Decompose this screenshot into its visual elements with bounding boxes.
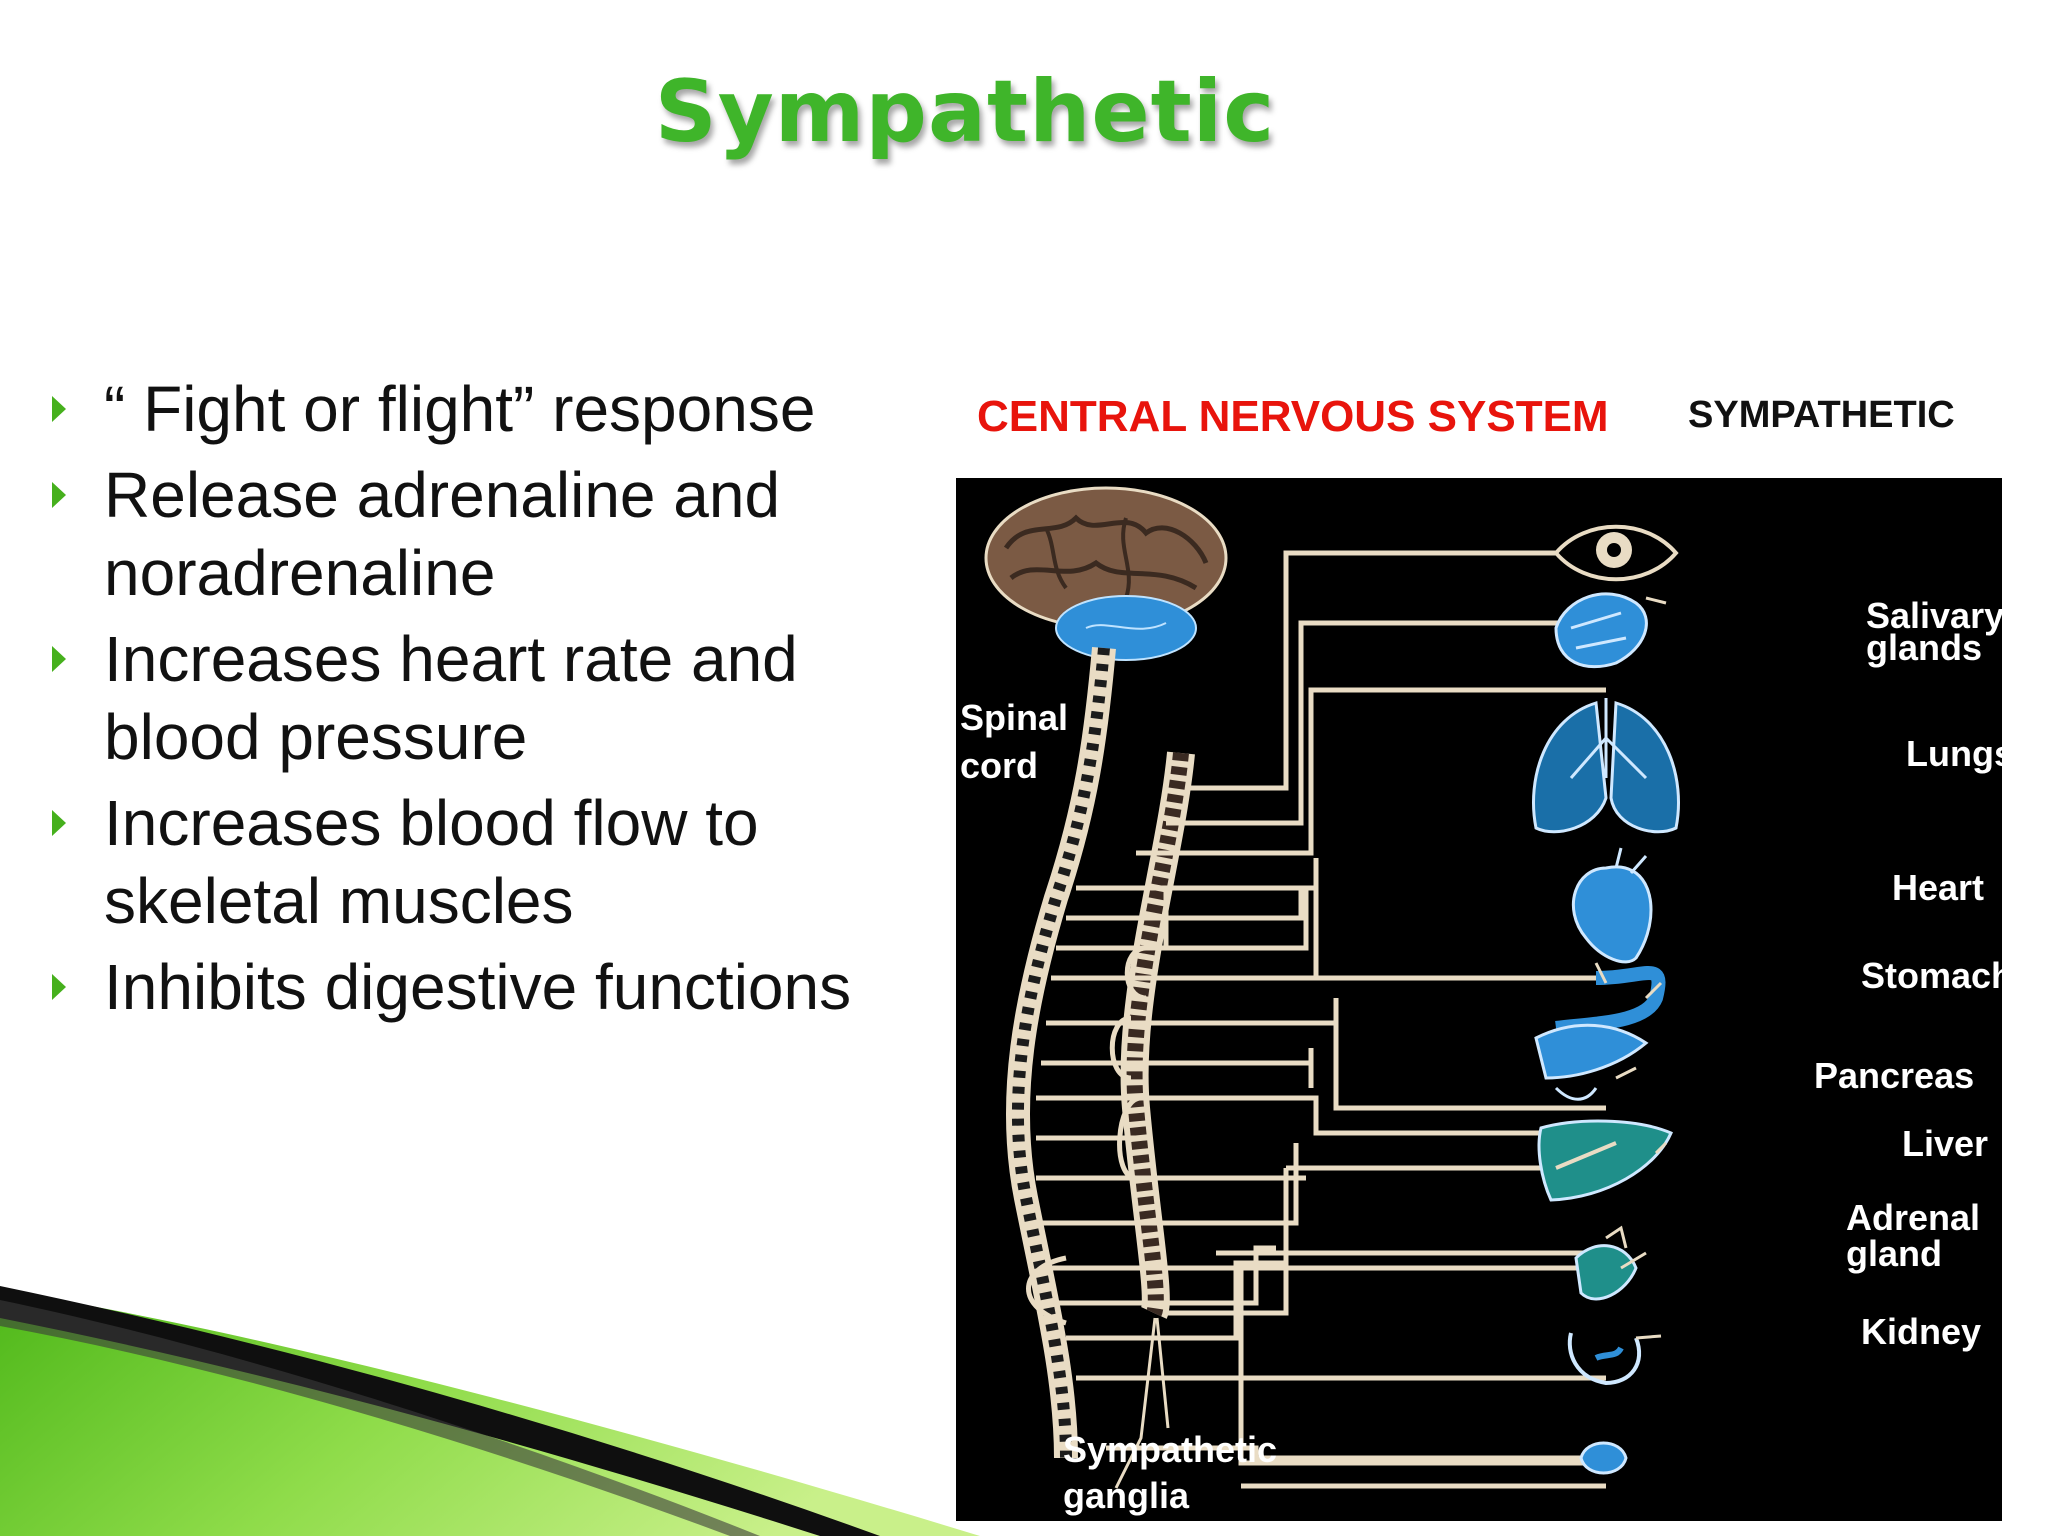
label-spinal-cord: cord: [960, 745, 1039, 786]
bullet-text: Increases heart rate and blood pressure: [104, 623, 798, 773]
bullet-arrow-icon: [52, 974, 66, 1000]
label-salivary-glands: Salivary: [1866, 595, 2002, 636]
liver-icon: [1537, 1119, 1673, 1202]
bullet-arrow-icon: [52, 396, 66, 422]
sympathetic-nervous-system-diagram: Spinal cord Salivary glands Lungs Heart …: [956, 478, 2002, 1521]
cns-heading: CENTRAL NERVOUS SYSTEM: [977, 392, 1609, 441]
label-salivary-glands: glands: [1866, 627, 1983, 668]
heart-icon: [1571, 847, 1653, 964]
label-liver: Liver: [1902, 1123, 1989, 1164]
salivary-glands-icon: [1554, 592, 1648, 669]
bullet-arrow-icon: [52, 810, 66, 836]
eye-icon: [1553, 524, 1679, 582]
pancreas-icon: [1534, 1023, 1649, 1101]
label-sympathetic-ganglia: ganglia: [1063, 1475, 1190, 1516]
brain-icon: [984, 486, 1228, 661]
label-stomach: Stomach: [1861, 955, 2002, 996]
lungs-icon: [1532, 698, 1680, 834]
bladder-icon: [1579, 1441, 1628, 1475]
bullet-text: Inhibits digestive functions: [104, 951, 852, 1023]
label-adrenal-gland: gland: [1846, 1233, 1942, 1274]
bullet-arrow-icon: [52, 482, 66, 508]
diagram-svg: [984, 486, 1680, 1489]
bullet-item: Inhibits digestive functions: [42, 948, 942, 1026]
bullet-text: “ Fight or flight” response: [104, 373, 816, 445]
bullet-text: Increases blood flow to skeletal muscles: [104, 787, 759, 937]
label-adrenal-gland: Adrenal: [1846, 1197, 1981, 1238]
label-pointers: [1615, 596, 1668, 1340]
bullet-item: Release adrenaline and noradrenaline: [42, 456, 942, 612]
kidney-icon: [1567, 1332, 1642, 1386]
bullet-item: Increases heart rate and blood pressure: [42, 620, 942, 776]
label-pancreas: Pancreas: [1814, 1055, 1975, 1096]
bullet-item: “ Fight or flight” response: [42, 370, 942, 448]
spinal-cord: [1005, 646, 1116, 1459]
slide-title: Sympathetic: [654, 62, 1276, 162]
nerve-fibres: [1026, 550, 1606, 1489]
stomach-icon: [1555, 962, 1666, 1035]
label-heart: Heart: [1892, 867, 1985, 908]
label-lungs: Lungs: [1906, 733, 2002, 774]
label-spinal-cord: Spinal: [960, 697, 1069, 738]
label-sympathetic-ganglia: Sympathetic: [1063, 1429, 1278, 1470]
bullet-item: Increases blood flow to skeletal muscles: [42, 784, 942, 940]
label-kidney: Kidney: [1861, 1311, 1982, 1352]
sympathetic-heading: SYMPATHETIC: [1688, 394, 1955, 436]
bullet-text: Release adrenaline and noradrenaline: [104, 459, 781, 609]
adrenal-gland-icon: [1574, 1225, 1638, 1301]
bullet-list: “ Fight or flight” response Release adre…: [42, 370, 942, 1034]
bullet-arrow-icon: [52, 646, 66, 672]
